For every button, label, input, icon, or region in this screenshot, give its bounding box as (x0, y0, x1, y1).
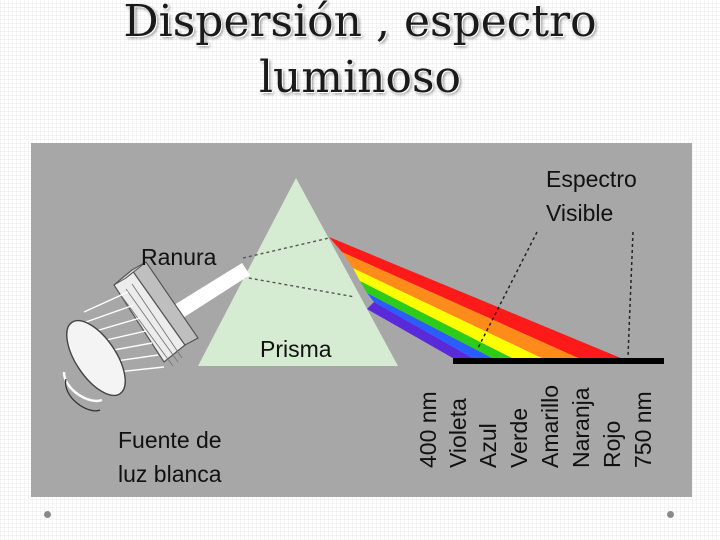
lamp-icon (62, 261, 199, 412)
label-espectro-visible-1: Espectro (546, 166, 637, 192)
pointer-violet (477, 231, 538, 349)
label-ranura: Ranura (141, 244, 217, 270)
pointer-red (627, 231, 634, 357)
spectrum-label-azul: Azul (475, 423, 501, 468)
lamp-cable (62, 371, 103, 403)
spectrum-band-violeta (367, 302, 478, 361)
spectrum-label-amarillo: Amarillo (537, 385, 563, 468)
title-line-1: Dispersión , espectro (123, 0, 597, 47)
spectrum-label-rojo: Rojo (599, 421, 625, 468)
spectrum-label-750nm: 750 nm (630, 391, 656, 468)
title-line-2: luminoso (258, 52, 462, 103)
spectrum-screen (453, 358, 664, 364)
spectrum-label-violeta: Violeta (445, 398, 471, 468)
prism (198, 178, 398, 366)
label-espectro-visible-2: Visible (546, 200, 613, 226)
label-prisma: Prisma (260, 336, 332, 362)
internal-ray-red (242, 237, 330, 259)
slide-decoration-dot-left (44, 511, 51, 518)
spectrum-labels: 400 nm Violeta Azul Verde Amarillo Naran… (415, 385, 656, 468)
slide-title: Dispersión , espectro luminoso (0, 0, 720, 106)
lamp-housing-top (113, 261, 147, 286)
label-fuente-1: Fuente de (118, 427, 222, 453)
lamp-lens (66, 319, 126, 397)
spectrum-fan (329, 237, 628, 361)
lamp-cable-shadow (65, 378, 101, 412)
lamp-grid (119, 283, 183, 367)
spectrum-label-naranja: Naranja (568, 387, 594, 468)
internal-ray-violet (242, 276, 356, 298)
label-fuente-2: luz blanca (118, 461, 222, 487)
spectrum-label-400nm: 400 nm (415, 391, 441, 468)
spectrum-band-rojo (329, 237, 628, 361)
spectrum-label-verde: Verde (506, 408, 532, 468)
slide-decoration-dot-right (667, 511, 674, 518)
